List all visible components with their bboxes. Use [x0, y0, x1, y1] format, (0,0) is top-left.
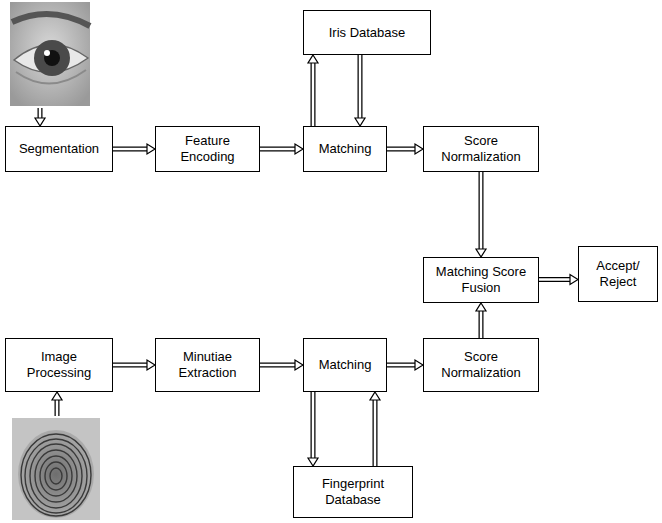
arrow-outline [113, 363, 147, 368]
double-arrow [476, 171, 486, 257]
arrow-head [415, 144, 423, 154]
process-box: Iris Database [303, 10, 431, 55]
arrow-head [308, 458, 318, 466]
double-arrow [370, 392, 380, 467]
process-box: Image Processing [5, 338, 113, 392]
arrow-head [415, 360, 423, 370]
arrow-head [570, 275, 578, 285]
box-label: Score Normalization [429, 133, 533, 165]
process-box: Score Normalization [423, 126, 539, 172]
double-arrow [355, 54, 365, 126]
arrow-core [359, 54, 362, 119]
arrow-core [112, 364, 148, 367]
fingerprint-arrow [52, 392, 62, 417]
double-arrow [308, 55, 318, 127]
process-box: Fingerprint Database [293, 466, 413, 518]
box-label: Score Normalization [429, 349, 533, 381]
box-content: Score Normalization [424, 130, 538, 168]
double-arrow [112, 144, 155, 154]
process-box: Matching [303, 338, 387, 392]
process-box: Feature Encoding [155, 126, 260, 172]
box-content: Score Normalization [424, 346, 538, 384]
box-content: Matching Score Fusion [424, 261, 538, 299]
arrow-head [476, 249, 486, 257]
arrow-core [538, 278, 571, 281]
arrow-core [480, 310, 483, 339]
box-content: Iris Database [304, 22, 430, 44]
process-box: Matching Score Fusion [423, 257, 539, 303]
arrow-outline [311, 63, 316, 126]
double-arrow [386, 360, 423, 370]
double-arrow [386, 144, 423, 154]
box-content: Matching [304, 138, 386, 160]
eye-photo [10, 2, 90, 106]
arrow-outline [358, 55, 363, 118]
box-content: Image Processing [6, 346, 112, 384]
process-box: Segmentation [5, 126, 113, 172]
arrow-core [480, 171, 483, 250]
arrow-core [386, 148, 416, 151]
arrow-outline [113, 147, 147, 152]
box-label: Matching Score Fusion [429, 264, 533, 296]
arrow-outline [260, 147, 295, 152]
arrow-head [308, 55, 318, 63]
arrow-outline [260, 363, 295, 368]
box-content: Accept/ Reject [579, 255, 657, 293]
arrow-outline [479, 311, 484, 338]
double-arrow [538, 275, 578, 285]
arrow-head [147, 360, 155, 370]
fingerprint-photo [12, 418, 100, 520]
box-label: Matching [309, 141, 381, 157]
double-arrow [259, 144, 303, 154]
arrow-outline [479, 172, 484, 249]
arrow-head [147, 144, 155, 154]
arrow-outline [373, 400, 378, 466]
eye-arrow [35, 107, 45, 126]
arrow-core [386, 364, 416, 367]
box-content: Matching [304, 354, 386, 376]
arrow-head [355, 118, 365, 126]
double-arrow [112, 360, 155, 370]
box-label: Segmentation [11, 141, 107, 157]
box-label: Image Processing [11, 349, 107, 381]
arrow-core [312, 62, 315, 127]
arrow-outline [311, 392, 316, 458]
box-content: Minutiae Extraction [156, 346, 259, 384]
box-content: Feature Encoding [156, 130, 259, 168]
arrow-head [295, 360, 303, 370]
box-label: Iris Database [309, 25, 425, 41]
arrow-outline [539, 277, 570, 282]
arrow-core [312, 391, 315, 459]
box-label: Minutiae Extraction [161, 349, 254, 381]
double-arrow [476, 303, 486, 339]
arrow-core [259, 364, 296, 367]
double-arrow [308, 391, 318, 466]
process-box: Matching [303, 126, 387, 172]
box-label: Feature Encoding [161, 133, 254, 165]
arrow-core [259, 148, 296, 151]
box-label: Accept/ Reject [584, 258, 652, 290]
box-label: Matching [309, 357, 381, 373]
double-arrow [259, 360, 303, 370]
arrow-outline [387, 147, 415, 152]
arrow-head [295, 144, 303, 154]
box-content: Segmentation [6, 138, 112, 160]
box-label: Fingerprint Database [299, 476, 407, 508]
arrow-outline [387, 363, 415, 368]
box-content: Fingerprint Database [294, 473, 412, 511]
arrow-head [370, 392, 380, 400]
arrow-head [476, 303, 486, 311]
arrow-core [374, 399, 377, 467]
process-box: Accept/ Reject [578, 246, 658, 302]
process-box: Score Normalization [423, 338, 539, 392]
arrow-core [112, 148, 148, 151]
process-box: Minutiae Extraction [155, 338, 260, 392]
